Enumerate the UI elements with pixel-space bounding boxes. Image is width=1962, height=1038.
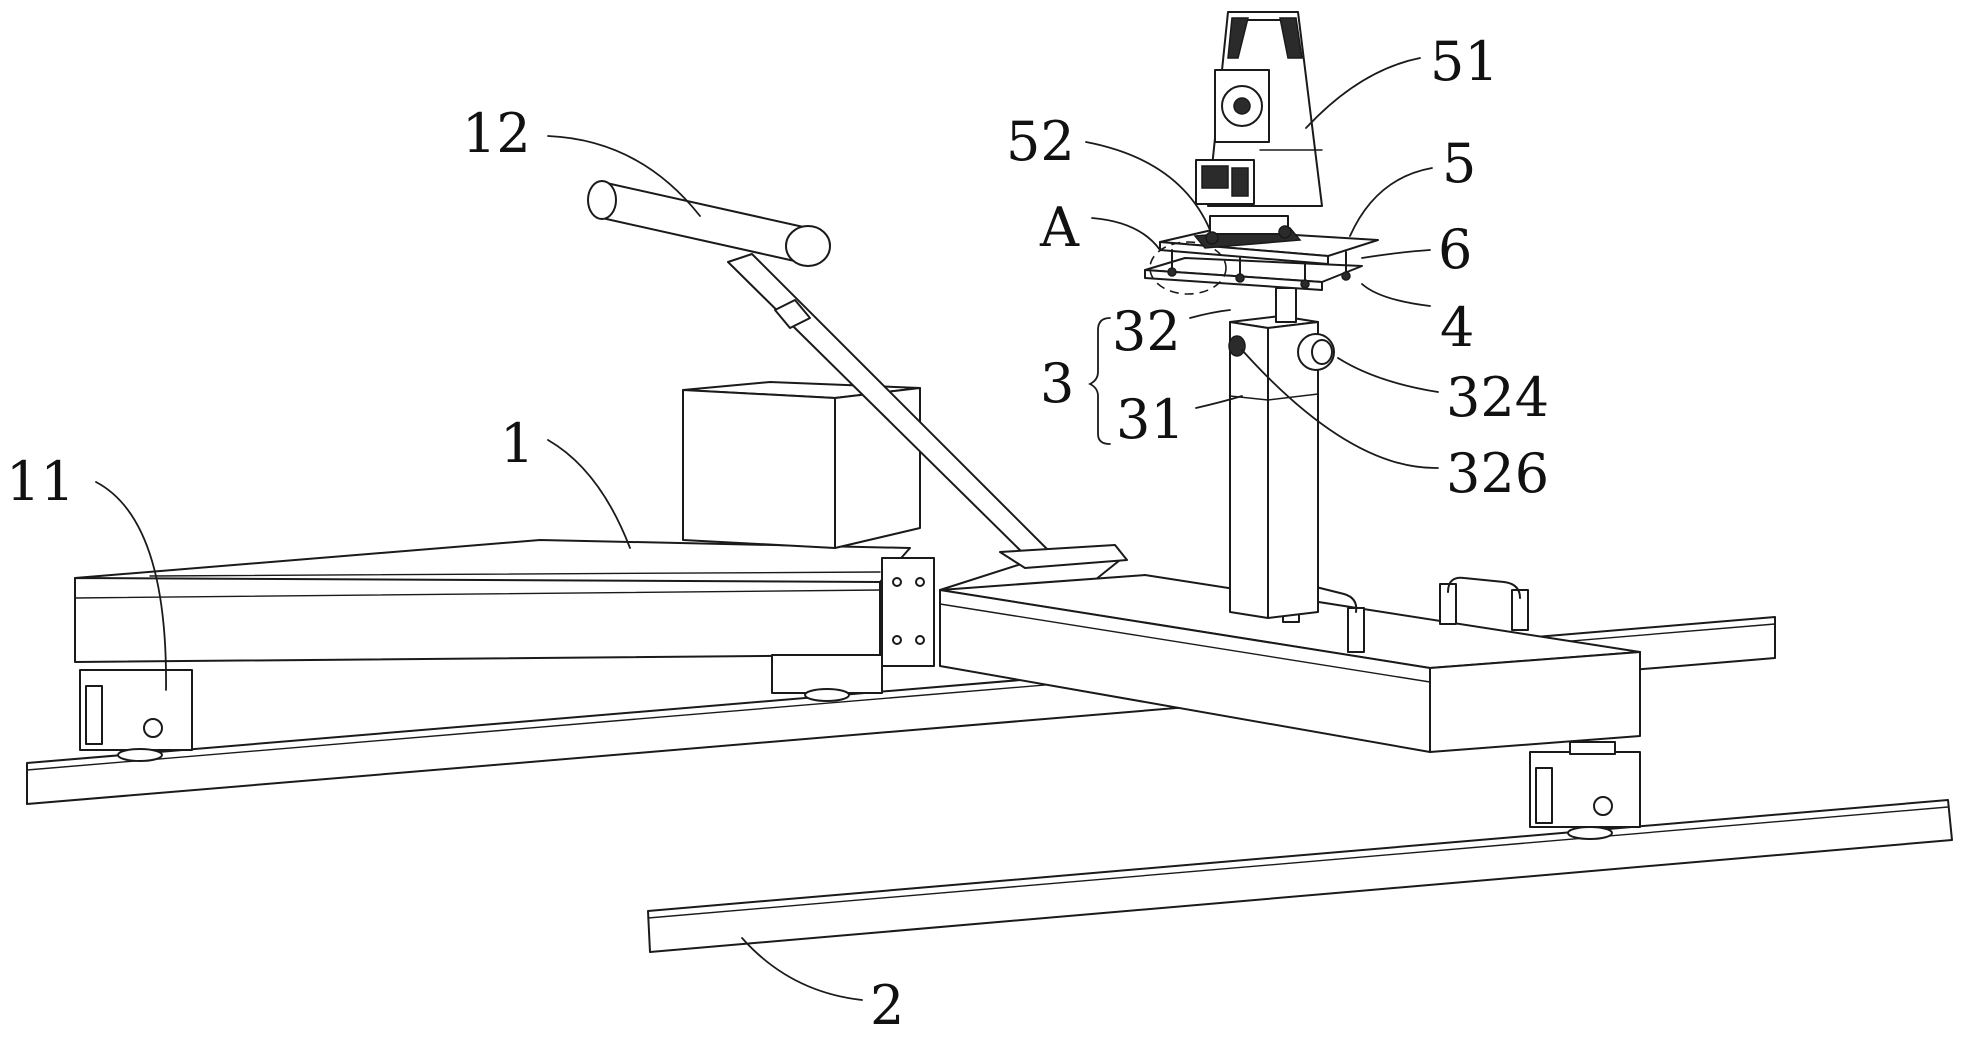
leader-A xyxy=(1091,217,1161,251)
leader-lines xyxy=(95,57,1439,1001)
knob-324 xyxy=(1297,333,1335,371)
leader-6 xyxy=(1361,249,1431,259)
label-6: 6 xyxy=(1438,218,1472,281)
leader-2 xyxy=(741,937,863,1001)
label-2: 2 xyxy=(870,974,904,1037)
handle xyxy=(587,180,1049,559)
label-4: 4 xyxy=(1440,296,1474,359)
connector-plate xyxy=(881,557,935,667)
label-32: 32 xyxy=(1112,300,1181,363)
label-326: 326 xyxy=(1446,442,1549,505)
leader-31 xyxy=(1195,395,1243,409)
total-station-51 xyxy=(1195,11,1323,207)
reference-labels: 51 12 52 5 A 6 32 4 3 324 31 1 326 11 2 xyxy=(6,30,1549,1037)
right-wheel-block xyxy=(1529,741,1641,840)
total-station-base-52 xyxy=(1193,215,1302,249)
carry-handle-right xyxy=(1439,576,1529,631)
label-12: 12 xyxy=(462,102,531,165)
label-A: A xyxy=(1039,196,1080,259)
leader-5 xyxy=(1349,167,1433,237)
leader-52 xyxy=(1085,141,1211,231)
leader-11 xyxy=(95,481,167,691)
label-324: 324 xyxy=(1446,366,1549,429)
middle-wheel-block xyxy=(771,654,883,702)
label-5: 5 xyxy=(1442,132,1476,195)
label-1: 1 xyxy=(500,412,534,475)
leader-1 xyxy=(547,439,631,549)
screw-326 xyxy=(1228,335,1246,357)
label-11: 11 xyxy=(6,450,75,513)
detail-circle-A xyxy=(1149,241,1227,295)
leveling-screws-6 xyxy=(1167,249,1351,289)
left-frame-beam xyxy=(74,539,911,663)
label-31: 31 xyxy=(1116,388,1185,451)
left-wheel-block xyxy=(79,669,193,762)
leader-326 xyxy=(1241,349,1439,469)
lifting-column xyxy=(1229,287,1319,619)
leader-12 xyxy=(547,135,701,217)
leader-4 xyxy=(1361,283,1431,307)
label-3: 3 xyxy=(1040,352,1074,415)
label-51: 51 xyxy=(1430,30,1499,93)
lower-plate-4 xyxy=(1144,257,1363,291)
label-52: 52 xyxy=(1006,110,1075,173)
brace-3 xyxy=(1087,317,1111,445)
leader-51 xyxy=(1305,57,1421,129)
leader-32 xyxy=(1189,309,1231,319)
leader-324 xyxy=(1337,357,1439,393)
front-rail xyxy=(647,799,1953,953)
